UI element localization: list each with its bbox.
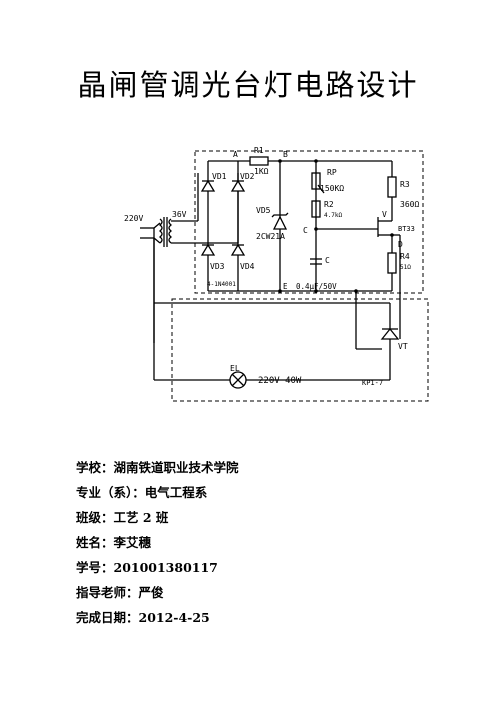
- label-vd3: VD3: [210, 262, 225, 271]
- label-vd5-part: 2CW21A: [256, 232, 285, 241]
- class-line: 班级：工艺 2 班: [76, 510, 169, 525]
- label-c-value: 0.4μF/50V: [296, 282, 337, 291]
- label-c-node: C: [303, 226, 308, 235]
- label-r4: R4: [400, 252, 410, 261]
- label-c: C: [325, 256, 330, 265]
- label-vt-part: KP1-7: [362, 379, 383, 387]
- school-line: 学校：湖南铁道职业技术学院: [76, 460, 239, 475]
- document-title: 晶闸管调光台灯电路设计: [77, 68, 419, 102]
- student-id-line: 学号：201001380117: [76, 560, 218, 575]
- label-lamp-rating: 220V 40W: [258, 376, 302, 386]
- label-node-b: B: [283, 150, 288, 159]
- label-r2: R2: [324, 200, 334, 209]
- name-line: 姓名：李艾穗: [76, 535, 152, 550]
- label-rp: RP: [327, 168, 337, 177]
- label-r1-value: 1KΩ: [254, 167, 269, 176]
- advisor-line: 指导老师：严俊: [76, 585, 164, 600]
- label-vt: VT: [398, 342, 408, 351]
- thyristor-dimmer-circuit-diagram: A R1 B 1KΩ VD1 VD2 VD3 VD4 VD5 2CW21A 4-…: [124, 146, 429, 402]
- major-line: 专业（系）：电气工程系: [76, 485, 208, 500]
- label-mains: 220V: [124, 214, 143, 223]
- label-vd1: VD1: [212, 172, 227, 181]
- label-v-part: BT33: [398, 225, 415, 233]
- label-e: E: [283, 282, 288, 291]
- label-diode-part: 4-1N4001: [207, 281, 236, 288]
- label-el: EL: [230, 364, 240, 373]
- label-secondary: 36V: [172, 210, 187, 219]
- label-rp-value: 150KΩ: [320, 184, 344, 193]
- label-node-a: A: [233, 150, 238, 159]
- label-r2-value: 4.7kΩ: [324, 212, 342, 219]
- label-r3: R3: [400, 180, 410, 189]
- label-r3-value: 360Ω: [400, 200, 419, 209]
- date-line: 完成日期：2012-4-25: [76, 610, 210, 625]
- label-d: D: [398, 240, 403, 249]
- label-vd2: VD2: [240, 172, 255, 181]
- label-vd4: VD4: [240, 262, 255, 271]
- label-v: V: [382, 210, 387, 219]
- label-r1: R1: [254, 146, 264, 155]
- label-vd5: VD5: [256, 206, 271, 215]
- label-r4-value: 51Ω: [400, 264, 411, 271]
- cover-info-block: 学校：湖南铁道职业技术学院 专业（系）：电气工程系 班级：工艺 2 班 姓名：李…: [76, 455, 239, 630]
